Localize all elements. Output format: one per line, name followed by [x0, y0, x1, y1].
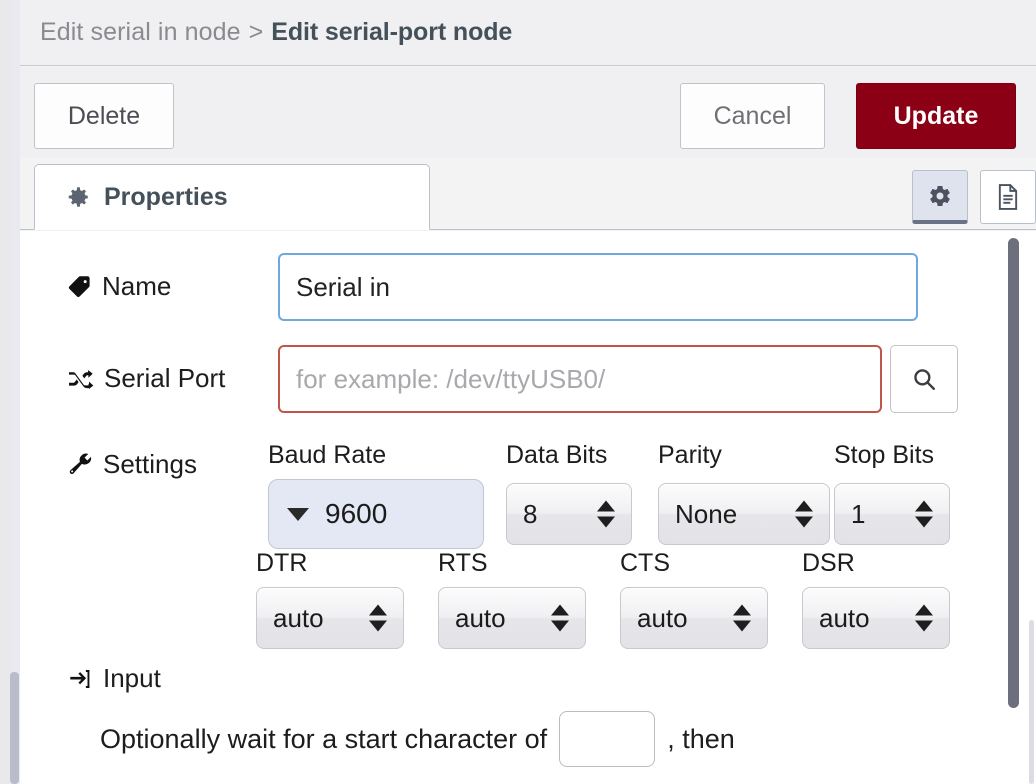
field-row-settings: Settings Baud Rate 9600 Data Bits 8 — [20, 441, 1020, 549]
field-row-serial-port: Serial Port — [20, 345, 1020, 417]
start-character-input[interactable] — [559, 711, 656, 767]
rts-caption: RTS — [438, 549, 488, 577]
breadcrumb-previous[interactable]: Edit serial in node — [40, 18, 241, 46]
cts-select[interactable]: auto — [620, 587, 768, 649]
cts-caption: CTS — [620, 549, 670, 577]
rts-select[interactable]: auto — [438, 587, 586, 649]
name-label: Name — [68, 271, 171, 302]
stepper-arrows-icon — [915, 500, 933, 528]
data-bits-caption: Data Bits — [506, 441, 608, 469]
stepper-arrows-icon — [551, 604, 569, 632]
stop-bits-value: 1 — [851, 498, 866, 529]
dsr-select[interactable]: auto — [802, 587, 950, 649]
dialog-left-edge — [10, 0, 20, 784]
name-input[interactable] — [278, 253, 918, 321]
serial-port-input[interactable] — [278, 345, 882, 413]
field-row-flow-control: DTR auto RTS auto CTS — [20, 549, 1020, 649]
input-section-label-text: Input — [103, 663, 161, 693]
stepper-arrows-icon — [915, 604, 933, 632]
delete-button[interactable]: Delete — [34, 83, 174, 149]
name-label-text: Name — [102, 271, 172, 301]
data-bits-select[interactable]: 8 — [506, 483, 632, 545]
settings-label-text: Settings — [103, 449, 197, 479]
search-icon — [911, 366, 937, 392]
dsr-value: auto — [819, 602, 870, 633]
start-character-suffix-text: , then — [667, 723, 735, 754]
stepper-arrows-icon — [597, 500, 615, 528]
input-section-label: Input — [68, 663, 161, 694]
gear-icon — [928, 184, 952, 208]
stepper-arrows-icon — [795, 500, 813, 528]
cts-value: auto — [637, 602, 688, 633]
sign-in-icon — [68, 667, 93, 691]
properties-panel: Name Serial Port — [20, 231, 1036, 784]
tab-strip: Properties — [20, 160, 1036, 230]
properties-scrollbar-thumb[interactable] — [1008, 238, 1019, 708]
node-description-button[interactable] — [980, 170, 1036, 224]
wrench-icon — [68, 452, 93, 477]
dtr-value: auto — [273, 602, 324, 633]
random-icon — [68, 367, 94, 391]
dialog-titlebar: Edit serial in node > Edit serial-port n… — [20, 0, 1036, 66]
breadcrumb-current: Edit serial-port node — [271, 18, 513, 46]
start-character-prefix-text: Optionally wait for a start character of — [100, 723, 548, 754]
tab-properties-label: Properties — [104, 182, 228, 211]
field-row-name: Name — [20, 253, 1020, 325]
dialog-action-bar: Delete Cancel Update — [20, 67, 1036, 158]
chevron-down-icon — [287, 507, 309, 521]
parity-select[interactable]: None — [658, 483, 830, 545]
baud-rate-select[interactable]: 9600 — [268, 479, 484, 549]
serial-port-label-text: Serial Port — [104, 363, 226, 393]
stepper-arrows-icon — [733, 604, 751, 632]
update-button[interactable]: Update — [856, 83, 1016, 149]
serial-port-search-button[interactable] — [890, 345, 958, 413]
dtr-select[interactable]: auto — [256, 587, 404, 649]
breadcrumb-separator: > — [248, 18, 264, 46]
cancel-button[interactable]: Cancel — [680, 83, 825, 149]
baud-rate-caption: Baud Rate — [268, 441, 387, 469]
dsr-caption: DSR — [802, 549, 855, 577]
stop-bits-select[interactable]: 1 — [834, 483, 950, 545]
settings-label: Settings — [68, 449, 197, 480]
tag-icon — [68, 275, 92, 299]
baud-rate-value: 9600 — [325, 498, 388, 529]
properties-scrollbar-rail — [1029, 620, 1034, 784]
data-bits-value: 8 — [523, 498, 538, 529]
parity-caption: Parity — [658, 441, 722, 469]
dtr-caption: DTR — [256, 549, 308, 577]
start-character-sentence: Optionally wait for a start character of… — [100, 711, 735, 767]
node-settings-button[interactable] — [912, 170, 968, 224]
stepper-arrows-icon — [369, 604, 387, 632]
serial-port-label: Serial Port — [68, 363, 225, 394]
rts-value: auto — [455, 602, 506, 633]
parity-value: None — [675, 498, 738, 529]
stop-bits-caption: Stop Bits — [834, 441, 935, 469]
gear-icon — [65, 184, 91, 210]
dialog-scrollbar-thumb[interactable] — [10, 672, 19, 784]
description-icon — [996, 183, 1020, 211]
field-row-input-section: Input Optionally wait for a start charac… — [20, 663, 1020, 783]
tab-properties[interactable]: Properties — [34, 164, 430, 230]
